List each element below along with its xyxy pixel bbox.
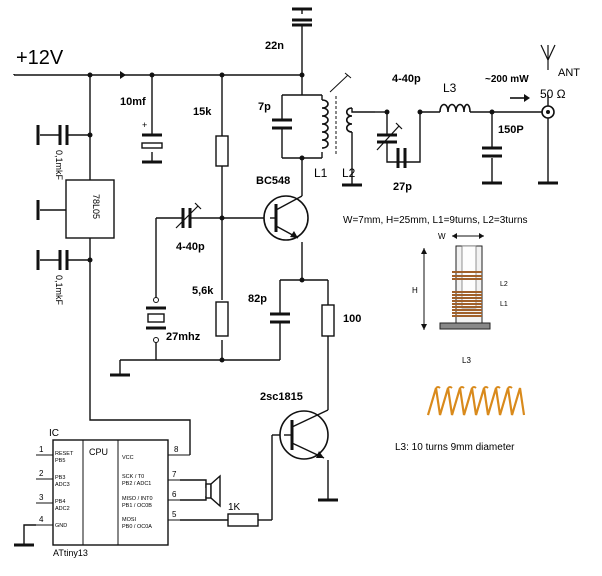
cap-10mf-label: 10mf	[120, 96, 146, 108]
cap-01-top-label: 0,1mkF	[54, 150, 64, 181]
pin-7-num: 7	[172, 470, 177, 479]
res-15k-label: 15k	[193, 106, 212, 118]
speaker-icon	[205, 474, 221, 508]
pin-6-name: MISO / INT0	[122, 496, 153, 502]
cap-01-bottom-label: 0,1mkF	[54, 275, 64, 306]
trimmer-out-label: 4-40p	[392, 73, 421, 85]
l3-spec-text: L3: 10 turns 9mm diameter	[395, 442, 515, 453]
pin-6-num: 6	[172, 490, 177, 499]
ic-attiny13: IC CPU ATtiny13 1 2 3 4 RESET PB5 PB3 AD…	[36, 428, 190, 558]
cap-22n: 22n	[265, 7, 312, 52]
pin-5-num: 5	[172, 510, 177, 519]
cap-01-top: 0,1mkF	[54, 125, 69, 181]
cap-01-bottom: 0,1mkF	[54, 250, 69, 306]
coil-l2-tag: L2	[500, 281, 508, 288]
l3-coil-drawing	[426, 386, 526, 416]
impedance-label: 50 Ω	[540, 87, 566, 101]
regulator-label: 78L05	[91, 194, 101, 219]
coil-l1-label: L1	[314, 166, 328, 180]
cap-150p-label: 150P	[498, 124, 524, 136]
pin-4-name: GND	[55, 523, 67, 529]
pin-7-alt: PB2 / ADC1	[122, 481, 151, 487]
res-1k: 1K	[227, 502, 259, 527]
l3-caption: L3	[462, 356, 471, 365]
regulator-78l05: 78L05	[65, 179, 115, 239]
cap-82p: 82p	[248, 293, 290, 324]
output-arrow-icon	[510, 94, 530, 102]
cap-7p-label: 7p	[258, 101, 271, 113]
ic-label: IC	[49, 428, 59, 439]
ic-chip-name: ATtiny13	[53, 548, 88, 558]
crystal-27mhz: 27mhz	[146, 297, 201, 343]
trimmer-xtal: 4-40p	[175, 202, 205, 253]
transistor-2sc1815: 2sc1815	[260, 391, 329, 460]
coil-l3-label: L3	[443, 81, 457, 95]
transistor-bc548: BC548	[256, 175, 309, 241]
coil-l2-label: L2	[342, 166, 356, 180]
res-5k6-label: 5,6k	[192, 285, 214, 297]
power-label: ~200 mW	[485, 74, 529, 85]
pin-3-alt: ADC2	[55, 506, 70, 512]
supply-arrow	[120, 71, 126, 79]
coil-l3: L3	[439, 81, 471, 113]
cap-150p: 150P	[482, 124, 524, 158]
antenna-label: ANT	[558, 67, 580, 79]
pin-1-name: RESET	[55, 451, 74, 457]
pin-1-num: 1	[39, 445, 44, 454]
cap-27p: 27p	[393, 148, 412, 193]
res-5k6: 5,6k	[192, 285, 229, 337]
ic-cpu-label: CPU	[89, 447, 108, 457]
pin-8-name: VCC	[122, 455, 134, 461]
coil-spec-text: W=7mm, H=25mm, L1=9turns, L2=3turns	[343, 215, 528, 226]
wires	[13, 25, 549, 545]
coil-l1-tag: L1	[500, 301, 508, 308]
coil-former-drawing: W H L2 L1	[412, 232, 508, 330]
pin-1-alt: PB5	[55, 458, 65, 464]
pin-7-name: SCK / T0	[122, 474, 144, 480]
antenna-icon	[540, 44, 556, 119]
trimmer-out: 4-40p	[376, 73, 421, 158]
crystal-label: 27mhz	[166, 331, 201, 343]
res-15k: 15k	[193, 106, 229, 167]
cap-7p: 7p	[258, 101, 292, 130]
pin-5-name: MOSI	[122, 517, 137, 523]
coil-l2: L2	[342, 107, 356, 180]
pin-8-num: 8	[174, 445, 179, 454]
cap-82p-label: 82p	[248, 293, 267, 305]
pin-6-alt: PB1 / OC0B	[122, 503, 152, 509]
pin-4-num: 4	[39, 515, 44, 524]
pin-3-num: 3	[39, 493, 44, 502]
res-100-label: 100	[343, 313, 361, 325]
coil-l1: L1	[314, 72, 352, 180]
q1-label: BC548	[256, 175, 290, 187]
res-1k-label: 1K	[228, 502, 241, 513]
cap-10mf: + 10mf	[120, 96, 163, 149]
pin-3-name: PB4	[55, 499, 65, 505]
supply-label: +12V	[16, 47, 64, 69]
trimmer-xtal-label: 4-40p	[176, 241, 205, 253]
pin-5-alt: PB0 / OC0A	[122, 524, 152, 530]
cap-plus-sign: +	[142, 120, 147, 130]
q2-label: 2sc1815	[260, 391, 303, 403]
pin-2-alt: ADC3	[55, 482, 70, 488]
junction-dots	[87, 72, 495, 363]
cap-22n-label: 22n	[265, 40, 284, 52]
coil-w-label: W	[438, 232, 446, 241]
pin-2-num: 2	[39, 469, 44, 478]
coil-h-label: H	[412, 286, 418, 295]
cap-27p-label: 27p	[393, 181, 412, 193]
res-100: 100	[321, 304, 361, 337]
pin-2-name: PB3	[55, 475, 65, 481]
